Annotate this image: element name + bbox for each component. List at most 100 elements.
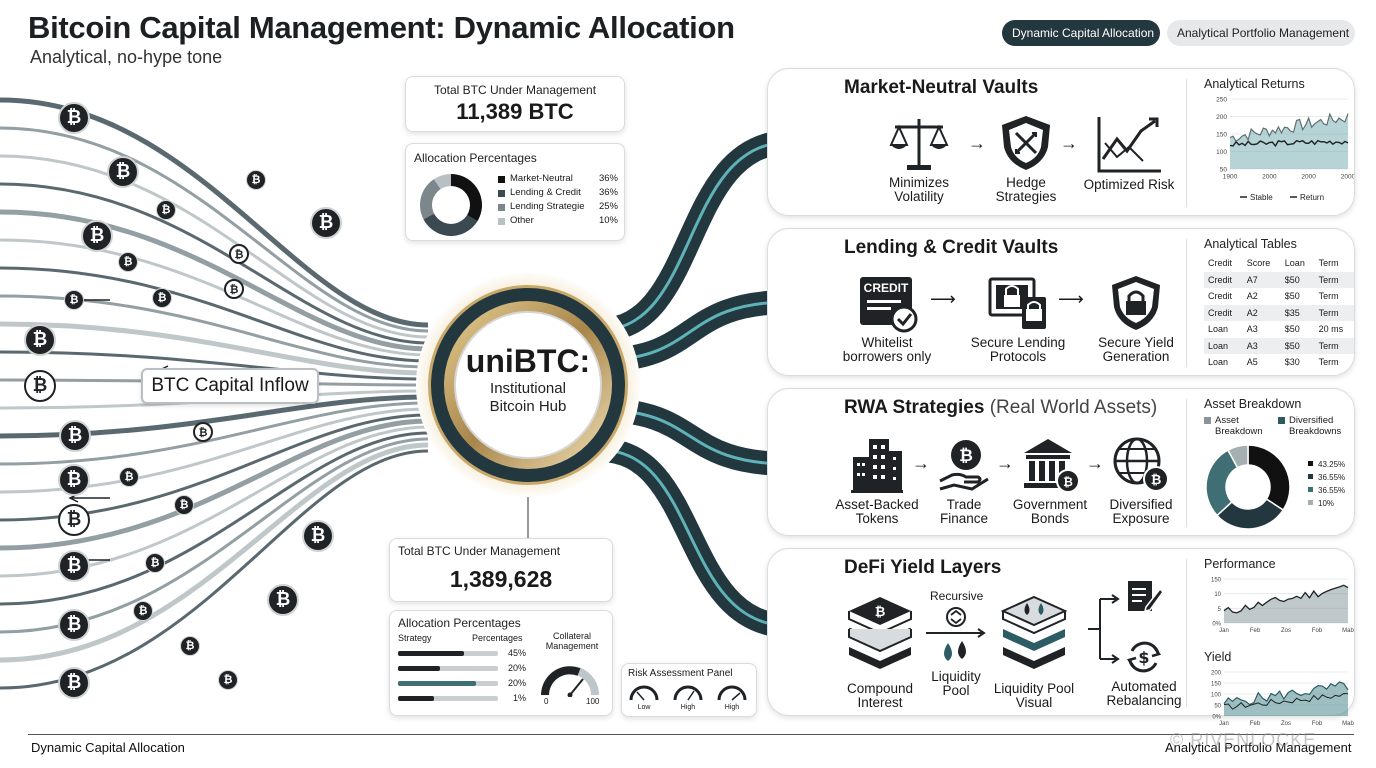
x-tick-label: Mab	[1342, 721, 1354, 727]
total-btc-card-top: Total BTC Under Management 11,389 BTC	[405, 76, 625, 132]
bitcoin-coin-icon: ₿	[58, 102, 90, 134]
allocation-bar-pct: 20%	[507, 678, 526, 688]
bitcoin-coin-icon: ₿	[156, 200, 176, 220]
step-liquidity-pool: Liquidity Pool	[924, 605, 988, 698]
step-label: Optimized Risk	[1083, 177, 1175, 192]
total-btc-label: Total BTC Under Management	[398, 544, 561, 558]
asset-legend: Asset Breakdown Diversified Breakdowns	[1204, 415, 1350, 439]
total-btc-label: Total BTC Under Management	[433, 83, 597, 97]
credit-badge: CREDIT	[864, 281, 909, 295]
y-tick-label: 150	[1211, 682, 1222, 688]
bitcoin-glyph: ₿	[1063, 475, 1073, 489]
bitcoin-coin-icon: ₿	[310, 207, 342, 239]
chart-area	[1230, 113, 1348, 169]
allocation-bar-pct: 1%	[512, 693, 526, 703]
step-whitelist-borrowers: CREDIT Whitelist borrowers only	[832, 273, 942, 364]
y-tick-label: 250	[1216, 97, 1227, 104]
legend-label: Asset Breakdown	[1215, 415, 1263, 437]
bitcoin-coin-icon: ₿	[152, 288, 172, 308]
bitcoin-coin-icon: ₿	[229, 244, 249, 264]
slice-label: 36.55%	[1318, 486, 1345, 495]
arrow-icon: →	[996, 453, 1014, 473]
legend-label: Lending & Credit	[510, 187, 581, 198]
column-header: Score	[1246, 258, 1271, 269]
scales-icon	[889, 119, 949, 170]
bitcoin-coin-icon: ₿	[81, 220, 113, 252]
legend-swatch	[498, 217, 505, 225]
x-tick-label: 2000	[1301, 174, 1316, 181]
step-label: Secure Lending Protocols	[970, 335, 1066, 364]
bitcoin-coin-icon: ₿	[267, 584, 299, 616]
allocation-bar-row: 20%	[398, 678, 548, 688]
x-tick-label: Zos	[1281, 721, 1291, 727]
chart-area	[1224, 681, 1348, 716]
step-compound-interest: ₿ Compound Interest	[834, 593, 926, 710]
bank-icon: ₿	[1024, 439, 1080, 493]
arrow-icon: →	[1060, 133, 1078, 153]
bitcoin-coin-icon: ₿	[59, 420, 91, 452]
risk-gauge-label: High	[680, 704, 696, 711]
x-tick-label: 1900	[1223, 174, 1238, 181]
vault-rwa-strategies[interactable]: RWA Strategies (Real World Assets) Asset…	[767, 388, 1355, 536]
slice-label: 10%	[1318, 499, 1334, 508]
bitcoin-coin-icon: ₿	[246, 170, 266, 190]
inflow-line	[0, 431, 429, 606]
x-tick-label: 2000	[1341, 174, 1354, 181]
vault-defi-yield-layers[interactable]: DeFi Yield Layers ₿ Compound Interest Re…	[767, 548, 1355, 727]
arrow-icon: →	[912, 453, 930, 473]
step-label: Minimizes Volatility	[888, 175, 949, 204]
risk-gauge: Low	[628, 684, 660, 714]
vault-lending-credit[interactable]: Lending & Credit Vaults CREDIT Whitelist…	[767, 228, 1355, 376]
vault-market-neutral[interactable]: Market-Neutral Vaults Minimizes Volatili…	[767, 68, 1356, 216]
hub-description: Bitcoin Hub	[489, 398, 567, 415]
chart-line	[1223, 692, 1349, 710]
allocation-card-bottom: Allocation Percentages Strategy Percenta…	[389, 610, 613, 716]
side-title: Yield	[1204, 650, 1232, 664]
vault-title-suffix: (Real World Assets)	[989, 397, 1158, 418]
inflow-line	[0, 126, 429, 333]
vault-title: RWA Strategies (Real World Assets)	[844, 397, 1157, 419]
side-title: Performance	[1204, 557, 1276, 571]
legend-value: 36%	[598, 173, 618, 184]
bitcoin-glyph: ₿	[875, 605, 886, 620]
pill-analytical-portfolio-management[interactable]: Analytical Portfolio Management	[1167, 20, 1355, 46]
bitcoin-coin-icon: ₿	[193, 422, 213, 442]
globe-bitcoin-icon: ₿	[1113, 437, 1169, 492]
step-label: Liquidity Pool Visual	[993, 681, 1075, 710]
x-tick-label: Mab	[1342, 628, 1354, 634]
inflow-line	[0, 238, 429, 357]
x-tick-label: Jan	[1219, 721, 1229, 727]
slice-label: 43.25%	[1318, 460, 1345, 469]
liquidity-drops-icon	[926, 607, 986, 661]
inflow-line	[0, 418, 429, 551]
x-tick-label: Fob	[1312, 628, 1323, 634]
bitcoin-glyph: ₿	[1151, 473, 1162, 488]
arrow-icon: →	[968, 133, 986, 153]
strategy-column-header: Strategy	[398, 633, 432, 643]
pill-dynamic-capital-allocation[interactable]: Dynamic Capital Allocation	[1002, 20, 1160, 46]
gauge-max: 100	[586, 697, 600, 706]
unibtc-hub: uniBTC: Institutional Bitcoin Hub	[416, 273, 640, 497]
vault-title: DeFi Yield Layers	[844, 557, 1002, 578]
step-label: Automated Rebalancing	[1106, 679, 1182, 708]
legend-label: Diversified Breakdowns	[1289, 415, 1342, 437]
legend-label: Lending Strategie	[510, 201, 585, 212]
step-liquidity-pool-visual: Liquidity Pool Visual	[986, 593, 1082, 710]
x-tick-label: Jan	[1219, 628, 1229, 634]
legend-swatch	[1308, 500, 1313, 505]
y-tick-label: 0%	[1212, 715, 1221, 721]
vault-title: Market-Neutral Vaults	[844, 77, 1039, 98]
vault-flow-highlight	[599, 448, 791, 628]
branch-arrows-icon	[1088, 594, 1120, 664]
gauge-min: 0	[544, 697, 549, 706]
step-label: Government Bonds	[1012, 497, 1088, 526]
vault-title-main: RWA Strategies	[844, 397, 985, 418]
svg-text:$: $	[1138, 648, 1149, 667]
lock-shield-icon	[1112, 276, 1160, 330]
hub-description: Institutional	[490, 380, 566, 397]
